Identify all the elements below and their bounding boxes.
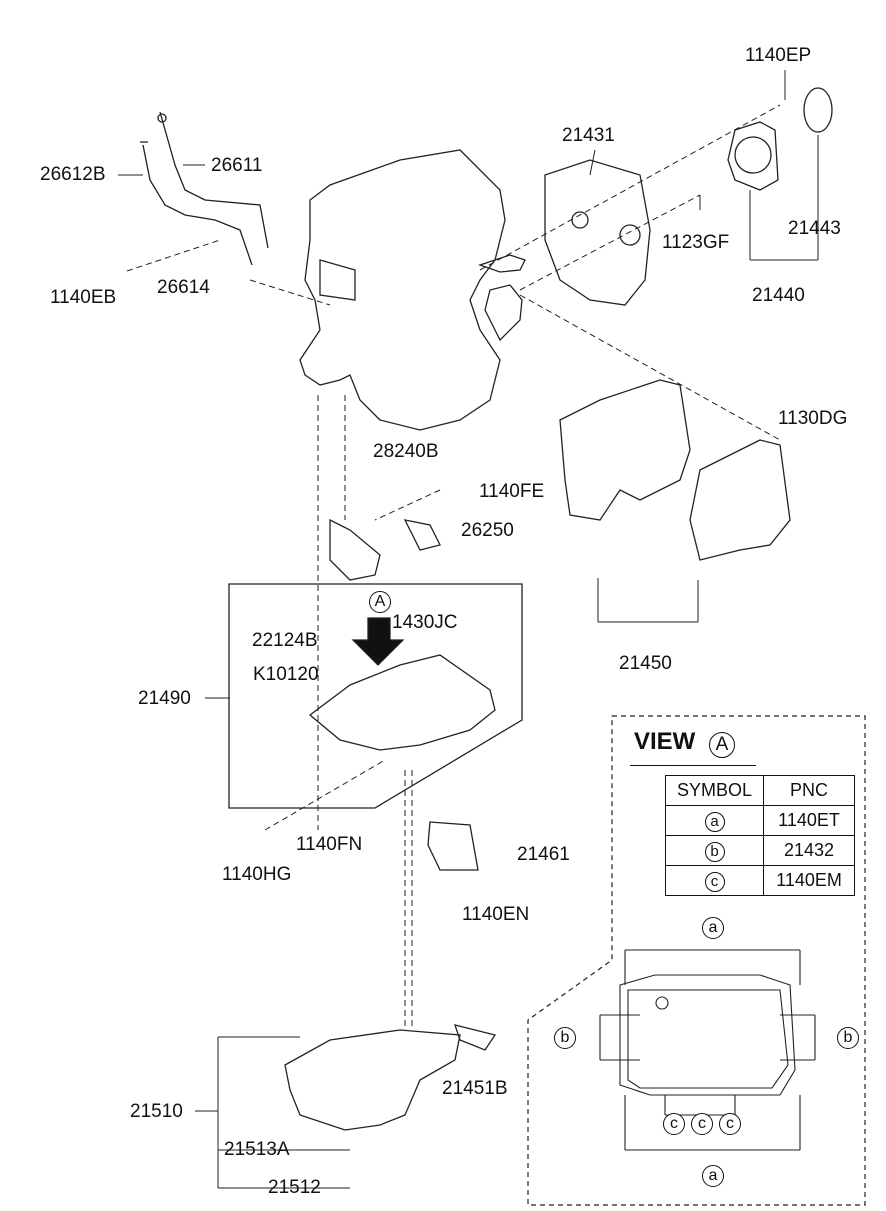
ladder-frame-assembly <box>559 379 791 561</box>
part-label-1140en: 1140EN <box>462 904 530 925</box>
part-label-22124b: 22124B <box>252 630 318 651</box>
callout-c-3: c <box>719 1113 741 1135</box>
part-label-1140eb: 1140EB <box>50 287 117 308</box>
symbol-pnc-table: SYMBOL PNC a 1140ET b 21432 c 1140EM <box>665 775 855 896</box>
header-pnc: PNC <box>763 775 855 806</box>
part-label-26612b: 26612B <box>40 164 106 185</box>
callout-right-b: b <box>837 1027 859 1049</box>
part-label-1140ep: 1140EP <box>745 45 812 66</box>
part-label-21443: 21443 <box>788 218 841 239</box>
view-title: VIEW <box>634 728 695 756</box>
part-label-21451b: 21451B <box>442 1078 508 1099</box>
part-label-21490: 21490 <box>138 688 191 709</box>
callout-left-b: b <box>554 1027 576 1049</box>
part-label-26611: 26611 <box>211 155 263 176</box>
part-label-21510: 21510 <box>130 1101 183 1122</box>
table-row: b 21432 <box>665 835 855 866</box>
pnc-value: 1140EM <box>763 865 855 896</box>
view-title-text: VIEW <box>634 728 696 755</box>
part-label-21431: 21431 <box>562 125 615 146</box>
view-title-marker: A <box>709 732 735 758</box>
oil-strainer <box>329 518 441 581</box>
part-label-28240b: 28240B <box>373 441 439 462</box>
symbol-circle: a <box>704 811 725 832</box>
part-label-26250: 26250 <box>461 520 514 541</box>
part-label-1130dg: 1130DG <box>778 408 848 429</box>
part-label-21512: 21512 <box>268 1177 321 1198</box>
back-plate <box>544 159 651 306</box>
part-label-1140hg: 1140HG <box>222 864 292 885</box>
table-row: c 1140EM <box>665 865 855 896</box>
view-a-frame <box>527 715 866 1206</box>
view-title-underline <box>630 765 756 766</box>
rear-seal-housing <box>727 87 833 191</box>
solid-leaders <box>118 70 819 1189</box>
part-label-1123gf: 1123GF <box>662 232 730 253</box>
part-label-k10120: K10120 <box>253 664 319 685</box>
symbol-circle: b <box>704 841 725 862</box>
part-label-21461: 21461 <box>517 844 570 865</box>
callout-bottom-a: a <box>702 1165 724 1187</box>
part-label-1140fn: 1140FN <box>296 834 363 855</box>
part-label-26614: 26614 <box>157 277 210 298</box>
table-header-row: SYMBOL PNC <box>665 775 855 806</box>
view-a-gasket <box>599 949 816 1151</box>
dashed-leaders <box>126 104 781 1030</box>
part-label-1140fe: 1140FE <box>479 481 545 502</box>
baffle-assembly <box>228 583 523 809</box>
part-label-1430jc: 1430JC <box>392 612 458 633</box>
symbol-circle: c <box>704 871 725 892</box>
oil-level-gauge <box>140 111 269 266</box>
header-symbol: SYMBOL <box>665 775 764 806</box>
callout-top-a: a <box>702 917 724 939</box>
engine-block <box>299 149 526 431</box>
callout-c-2: c <box>691 1113 713 1135</box>
pnc-value: 1140ET <box>763 805 855 836</box>
part-label-21440: 21440 <box>752 285 805 306</box>
pnc-value: 21432 <box>763 835 855 866</box>
callout-c-1: c <box>663 1113 685 1135</box>
part-label-21450: 21450 <box>619 653 672 674</box>
oil-pan <box>284 1024 497 1131</box>
baffle-plate <box>427 821 479 871</box>
view-marker-a: A <box>369 591 391 613</box>
table-row: a 1140ET <box>665 805 855 836</box>
part-label-21513a: 21513A <box>224 1139 290 1160</box>
